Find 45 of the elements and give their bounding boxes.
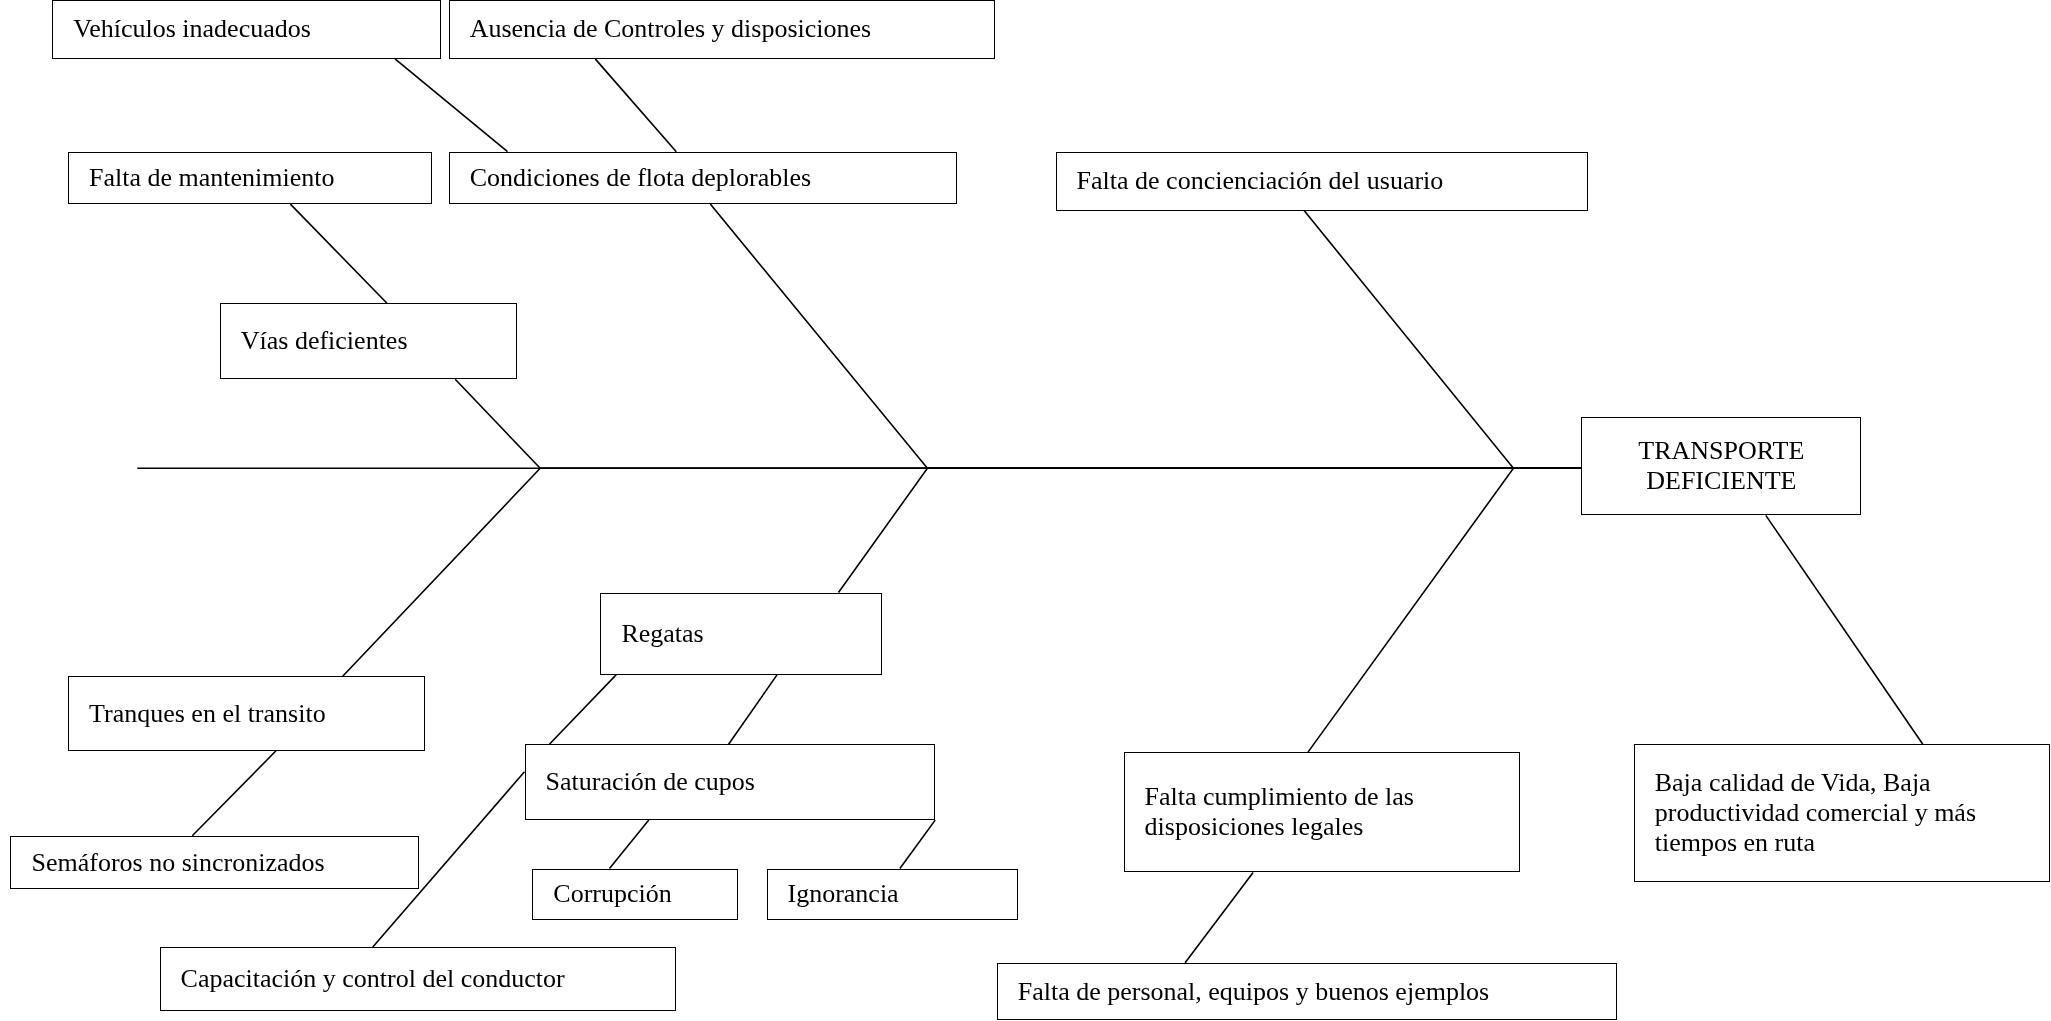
cause-box <box>524 744 936 821</box>
cause-box <box>448 151 958 205</box>
box-text: Condiciones de flota deplorables <box>469 162 812 193</box>
box-text: Vehículos inadecuados <box>73 14 311 45</box>
box-text: Corrupción <box>553 879 672 909</box>
cause-box <box>532 868 738 920</box>
connector-line <box>191 750 277 837</box>
cause-box <box>159 947 677 1012</box>
connector-line <box>594 58 678 153</box>
box-text: Falta de mantenimiento <box>89 162 335 193</box>
cause-box <box>10 835 419 890</box>
connector-line <box>1184 871 1254 964</box>
connector-line <box>1765 514 1924 746</box>
cause-box <box>68 676 426 751</box>
cause-box <box>600 592 882 675</box>
box-text: Saturación de cupos <box>545 767 755 798</box>
cause-box <box>766 868 1018 920</box>
box-text: Vías deficientes <box>240 326 408 357</box>
cause-box <box>68 151 432 205</box>
cause-box <box>1581 417 1862 516</box>
box-text: Falta de personal, equipos y buenos ejemplos <box>1017 976 1490 1007</box>
connector-line <box>289 203 388 305</box>
cause-box <box>219 303 517 380</box>
connector-line <box>899 819 936 870</box>
box-text: Baja calidad de Vida, Baja productividad comercial y más tiempos en ruta <box>1654 768 1977 858</box>
box-text: Regatas <box>621 618 704 649</box>
cause-box <box>1055 151 1588 211</box>
connector-line <box>394 58 509 153</box>
box-text: Capacitación y control del conductor <box>180 964 565 994</box>
box-text: Ignorancia <box>787 879 899 909</box>
connector-line <box>372 770 526 948</box>
cause-box <box>1633 744 2050 882</box>
connector-line <box>548 674 617 746</box>
cause-box <box>1123 752 1520 873</box>
box-text: Falta cumplimiento de las disposiciones legales <box>1144 782 1415 843</box>
box-text: Tranques en el transito <box>89 698 326 729</box>
box-text: TRANSPORTE DEFICIENTE <box>1637 436 1806 497</box>
cause-box <box>52 0 441 59</box>
cause-box <box>448 0 996 59</box>
cause-box <box>996 962 1617 1021</box>
box-text: Ausencia de Controles y disposiciones <box>469 14 872 45</box>
connector-line <box>608 819 650 870</box>
box-text: Semáforos no sincronizados <box>31 847 325 878</box>
connector-line <box>727 674 778 746</box>
box-text: Falta de concienciación del usuario <box>1076 166 1444 197</box>
